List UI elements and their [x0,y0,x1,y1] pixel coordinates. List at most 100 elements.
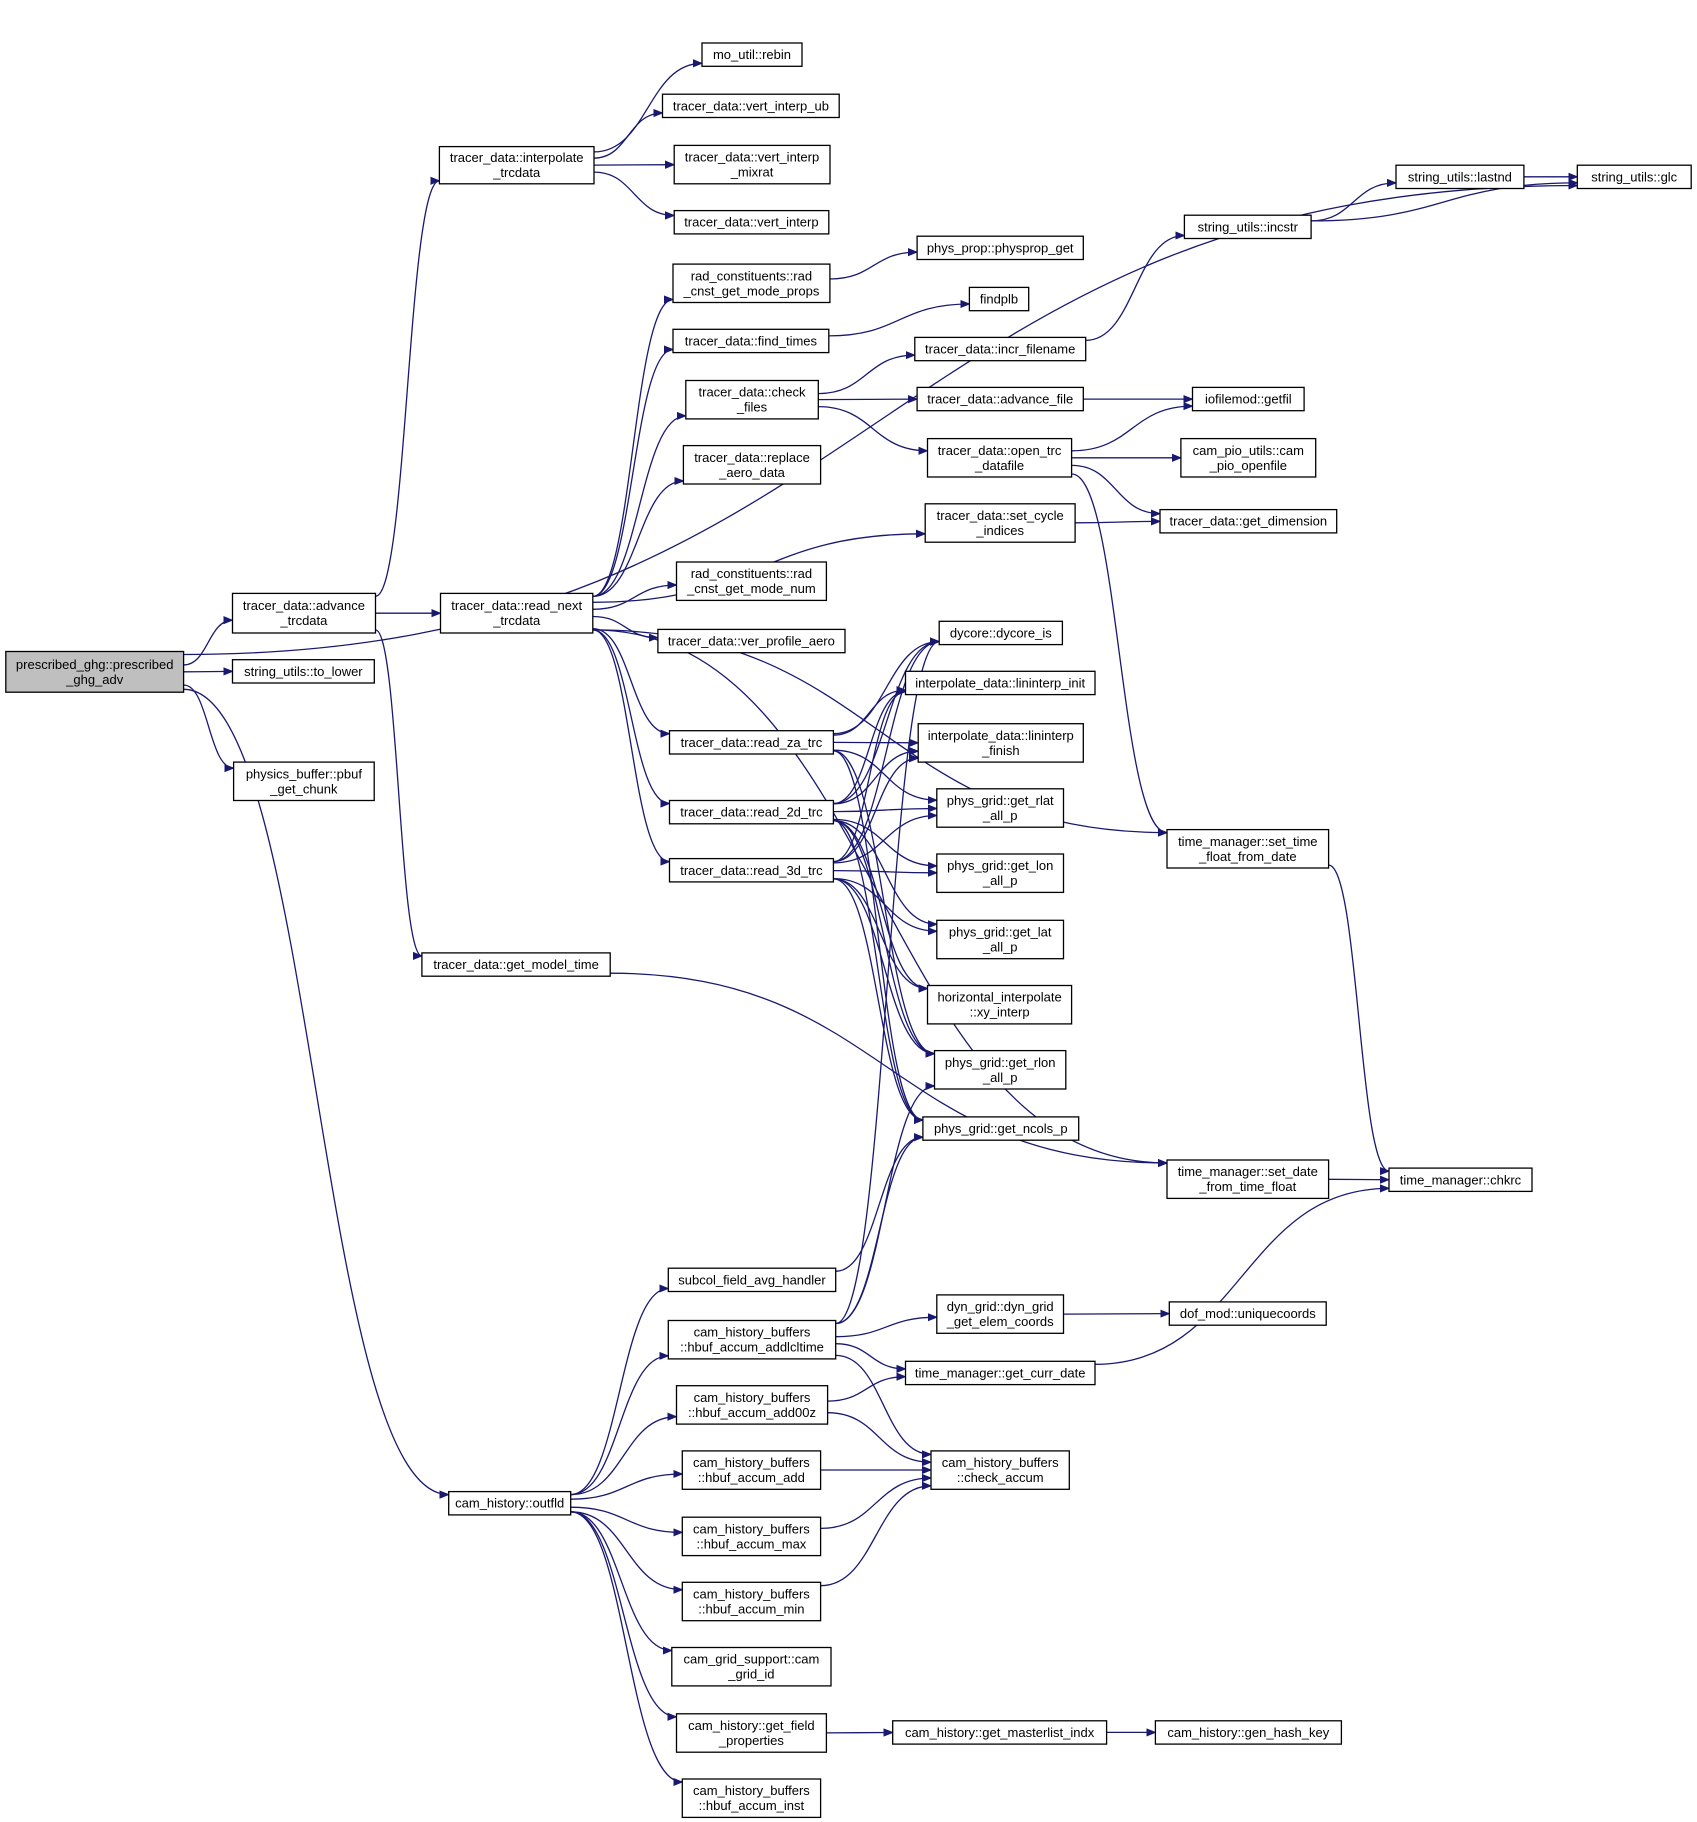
node-lin-fin[interactable]: interpolate_data::lininterp_finish [917,723,1084,763]
node-label: tracer_data::read_2d_trc [680,805,823,820]
node-dycore[interactable]: dycore::dycore_is [938,620,1064,646]
node-label: _from_time_float [1198,1179,1296,1194]
node-incstr[interactable]: string_utils::incstr [1183,214,1312,240]
node-vi[interactable]: tracer_data::vert_interp [673,209,830,235]
node-fprops[interactable]: cam_history::get_field_properties [675,1713,828,1753]
node-lastnd[interactable]: string_utils::lastnd [1395,164,1525,190]
node-pbuf[interactable]: physics_buffer::pbuf_get_chunk [232,761,375,802]
node-label: time_manager::get_curr_date [915,1365,1086,1380]
node-label: _cnst_get_mode_props [682,283,819,298]
node-label: _all_p [982,873,1018,888]
edge-check_files-to-open_trc [818,405,927,451]
node-rlon[interactable]: phys_grid::get_rlon_all_p [933,1049,1067,1090]
node-box [668,799,835,825]
node-box [232,761,375,802]
node-box [936,1294,1065,1334]
node-box [439,592,594,634]
node-grid-id[interactable]: cam_grid_support::cam_grid_id [671,1646,832,1687]
node-replace[interactable]: tracer_data::replace_aero_data [682,444,822,485]
node-label: ::hbuf_accum_inst [699,1798,805,1813]
node-read-za[interactable]: tracer_data::read_za_trc [668,730,835,755]
node-box [681,1516,822,1557]
edge-read_za-to-rlon [833,750,935,1054]
node-rlat[interactable]: phys_grid::get_rlat_all_p [936,788,1065,828]
node-outfld[interactable]: cam_history::outfld [448,1490,572,1516]
node-set-time[interactable]: time_manager::set_time_float_from_date [1166,828,1330,869]
node-subcol[interactable]: subcol_field_avg_handler [667,1267,837,1293]
node-adv-trc[interactable]: tracer_data::advance_trcdata [231,592,377,634]
node-hb-00z[interactable]: cam_history_buffers::hbuf_accum_add00z [675,1385,829,1425]
node-label: cam_pio_utils::cam [1193,443,1304,458]
node-masterlist[interactable]: cam_history::get_masterlist_indx [892,1720,1108,1745]
node-label: findplb [980,292,1018,307]
edge-hb_lcl-to-curr_date [835,1343,906,1369]
node-box [1159,508,1338,534]
node-rad-props[interactable]: rad_constituents::rad_cnst_get_mode_prop… [672,263,831,304]
edge-outfld-to-hb_lcl [570,1356,669,1496]
node-label: dyn_grid::dyn_grid [947,1299,1054,1314]
node-label: cam_history_buffers [694,1390,811,1405]
node-rebin[interactable]: mo_util::rebin [701,42,803,67]
node-label: tracer_data::advance [243,598,365,613]
edge-interp_trc-to-rebin [593,63,702,153]
node-set-cycle[interactable]: tracer_data::set_cycle_indices [924,503,1076,543]
node-read-3d[interactable]: tracer_data::read_3d_trc [668,857,835,883]
node-pio[interactable]: cam_pio_utils::cam_pio_openfile [1180,437,1317,478]
node-adv-file[interactable]: tracer_data::advance_file [916,386,1084,412]
node-chkrc[interactable]: time_manager::chkrc [1388,1167,1533,1193]
node-vi-mix[interactable]: tracer_data::vert_interp_mixrat [673,144,831,185]
node-box [922,1116,1080,1141]
node-box [673,209,830,235]
edge-read_3d-to-lin_fin [833,758,918,863]
node-label: prescribed_ghg::prescribed [16,657,174,672]
edge-check_files-to-incr_fn [818,355,915,395]
node-label: _finish [981,743,1020,758]
node-hb-inst[interactable]: cam_history_buffers::hbuf_accum_inst [681,1778,822,1819]
edge-read_3d-to-lin_init [833,692,906,863]
node-physprop[interactable]: phys_prop::physprop_get [916,235,1084,261]
node-label: cam_grid_support::cam [683,1652,819,1667]
node-hb-lcl[interactable]: cam_history_buffers::hbuf_accum_addlclti… [667,1319,837,1360]
edge-model_time-to-set_date [610,972,1167,1163]
node-glc[interactable]: string_utils::glc [1576,164,1692,190]
node-getfil[interactable]: iofilemod::getfil [1191,386,1305,412]
node-root[interactable]: prescribed_ghg::prescribed_ghg_adv [5,650,185,693]
node-label: _grid_id [727,1667,774,1682]
node-curr-date[interactable]: time_manager::get_curr_date [904,1360,1096,1386]
node-ncols[interactable]: phys_grid::get_ncols_p [922,1116,1080,1141]
node-get-dim[interactable]: tracer_data::get_dimension [1159,508,1338,534]
node-box [933,1049,1067,1090]
node-check-acc[interactable]: cam_history_buffers::check_accum [930,1450,1070,1490]
node-hb-min[interactable]: cam_history_buffers::hbuf_accum_min [681,1581,822,1622]
node-box [1576,164,1692,190]
node-rad-num[interactable]: rad_constituents::rad_cnst_get_mode_num [675,561,828,602]
node-box [926,984,1073,1025]
node-hash[interactable]: cam_history::gen_hash_key [1154,1720,1343,1745]
node-model-time[interactable]: tracer_data::get_model_time [421,952,611,977]
node-label: rad_constituents::rad [691,268,812,283]
node-check-files[interactable]: tracer_data::check_files [685,379,819,420]
node-unique[interactable]: dof_mod::uniquecoords [1168,1301,1327,1326]
node-read-next[interactable]: tracer_data::read_next_trcdata [439,592,594,634]
node-findplb[interactable]: findplb [968,286,1030,312]
node-lat[interactable]: phys_grid::get_lat_all_p [936,919,1065,960]
node-dyn-elem[interactable]: dyn_grid::dyn_grid_get_elem_coords [936,1294,1065,1334]
node-incr-fn[interactable]: tracer_data::incr_filename [914,336,1087,362]
node-hb-max[interactable]: cam_history_buffers::hbuf_accum_max [681,1516,822,1557]
node-tolower[interactable]: string_utils::to_lower [231,659,375,684]
node-xy[interactable]: horizontal_interpolate::xy_interp [926,984,1073,1025]
node-set-date[interactable]: time_manager::set_date_from_time_float [1166,1159,1330,1200]
node-find-times[interactable]: tracer_data::find_times [672,328,830,354]
node-lin-init[interactable]: interpolate_data::lininterp_init [904,670,1096,696]
node-hb-add[interactable]: cam_history_buffers::hbuf_accum_add [681,1450,822,1490]
node-box [1191,386,1305,412]
node-lon[interactable]: phys_grid::get_lon_all_p [936,853,1065,894]
node-ver-prof[interactable]: tracer_data::ver_profile_aero [657,628,846,654]
node-vi-ub[interactable]: tracer_data::vert_interp_ub [661,93,840,119]
node-label: time_manager::set_date [1178,1164,1318,1179]
node-label: ::xy_interp [970,1005,1030,1020]
node-read-2d[interactable]: tracer_data::read_2d_trc [668,799,835,825]
node-open-trc[interactable]: tracer_data::open_trc_datafile [926,437,1073,478]
edges-layer [183,63,1578,1782]
node-interp-trc[interactable]: tracer_data::interpolate_trcdata [438,145,595,185]
